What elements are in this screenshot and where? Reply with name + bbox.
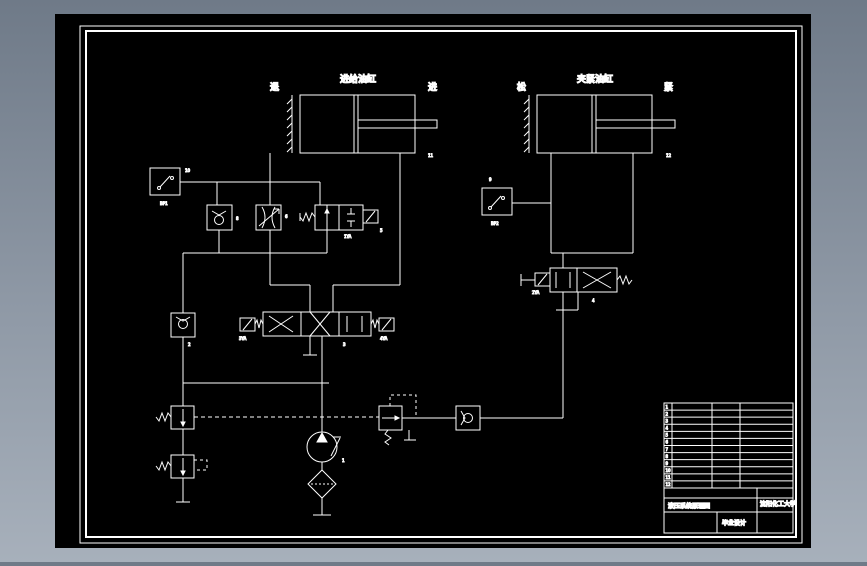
feed-cylinder: [286, 94, 438, 154]
clamp-cylinder-title: 夹紧油缸: [577, 73, 613, 85]
tag-12: 12: [666, 153, 672, 158]
drawing-sheet: [55, 14, 811, 548]
inner-frame: [85, 30, 797, 538]
tag-5: 5: [380, 228, 383, 233]
pressure-switch-bp1: [149, 167, 217, 196]
check-valve-2: [170, 312, 196, 406]
tag-bp2: BP2: [491, 221, 499, 226]
throttle-valve-6: [255, 204, 282, 231]
tag-1ya: 1YA: [344, 234, 352, 239]
feed-advance-label: 进: [428, 81, 437, 93]
tag-bp1: BP1: [160, 201, 168, 206]
tag-2: 2: [188, 342, 191, 347]
clamp-circuit-lines: [550, 153, 634, 311]
pressure-switch-bp2: [481, 187, 551, 216]
title-block-row-number: 8: [666, 454, 669, 459]
tag-1: 1: [342, 458, 345, 463]
title-block-row-number: 11: [666, 475, 672, 480]
drawing-title: 液压系统原理图: [668, 502, 710, 510]
title-block-row-number: 5: [666, 433, 669, 438]
tag-2ya: 2YA: [532, 290, 540, 295]
tag-6: 6: [285, 214, 288, 219]
tag-4ya: 4YA: [380, 336, 388, 341]
title-block-row-number: 1: [666, 404, 669, 409]
title-block-row-number: 4: [666, 426, 669, 431]
footer-left-text: 毕业设计: [722, 519, 746, 527]
tag-3: 3: [343, 342, 346, 347]
relief-valve-lower: [155, 454, 208, 503]
clamp-engage-label: 紧: [664, 81, 673, 93]
outer-frame: [79, 25, 803, 544]
tag-3ya: 3YA: [239, 336, 247, 341]
tag-4: 4: [592, 298, 595, 303]
title-block-row-number: 6: [666, 440, 669, 445]
title-block-row-number: 2: [666, 411, 669, 416]
title-block-row-number: 9: [666, 461, 669, 466]
tag-8: 8: [236, 216, 239, 221]
tag-11: 11: [428, 153, 434, 158]
clamp-cylinder: [523, 94, 676, 154]
feed-cylinder-title: 进给油缸: [340, 73, 376, 85]
reducing-valve: [378, 394, 456, 446]
check-valve-clamp: [455, 310, 564, 431]
title-block-row-number: 10: [666, 468, 672, 473]
tag-10: 10: [185, 168, 191, 173]
feed-retract-label: 退: [270, 82, 279, 93]
solenoid-valve-4: [520, 267, 633, 293]
footer-right-text: 沈阳化工大学: [760, 500, 796, 508]
title-block-row-number: 12: [666, 482, 672, 487]
title-block-row-number: 3: [666, 418, 669, 423]
solenoid-valve-5: [299, 204, 379, 231]
tag-9: 9: [489, 177, 492, 182]
title-block-row-number: 7: [666, 447, 669, 452]
solenoid-valve-7: [239, 285, 395, 383]
hydraulic-pump: [306, 383, 341, 470]
oil-filter: [307, 469, 337, 516]
clamp-release-label: 松: [517, 81, 526, 93]
feed-circuit-lines: [182, 153, 401, 313]
